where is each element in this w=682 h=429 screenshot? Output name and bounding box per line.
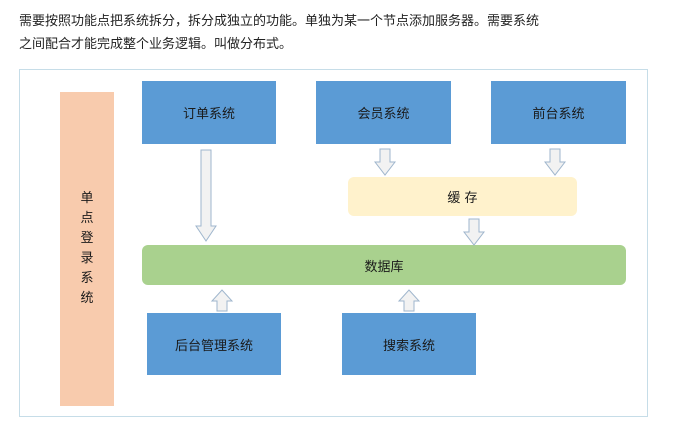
search-system-box: 搜索系统 [342,313,476,375]
order-system-box: 订单系统 [142,81,276,144]
sso-char: 登 [80,231,94,246]
member-system-box: 会员系统 [316,81,451,144]
cache-box: 缓 存 [348,177,577,216]
sso-system-box: 单 点 登 录 系 统 [60,92,114,406]
frontend-system-label: 前台系统 [532,107,585,122]
frontend-system-box: 前台系统 [491,81,626,144]
admin-system-box: 后台管理系统 [147,313,281,375]
search-system-label: 搜索系统 [382,338,435,354]
sso-char: 单 [80,191,94,206]
intro-text: 需要按照功能点把系统拆分，拆分成独立的功能。单独为某一个节点添加服务器。需要系统… [19,10,669,56]
database-box: 数据库 [142,245,626,285]
sso-char: 系 [80,271,94,286]
sso-char: 点 [80,211,94,226]
order-system-label: 订单系统 [182,107,235,122]
intro-line-2: 之间配合才能完成整个业务逻辑。叫做分布式。 [19,37,293,52]
intro-line-1: 需要按照功能点把系统拆分，拆分成独立的功能。单独为某一个节点添加服务器。需要系统 [19,14,540,29]
database-label: 数据库 [364,259,404,275]
cache-label: 缓 存 [447,191,478,206]
member-system-label: 会员系统 [357,107,410,122]
admin-system-label: 后台管理系统 [174,338,253,354]
sso-char: 录 [80,251,94,266]
sso-char: 统 [80,291,94,306]
